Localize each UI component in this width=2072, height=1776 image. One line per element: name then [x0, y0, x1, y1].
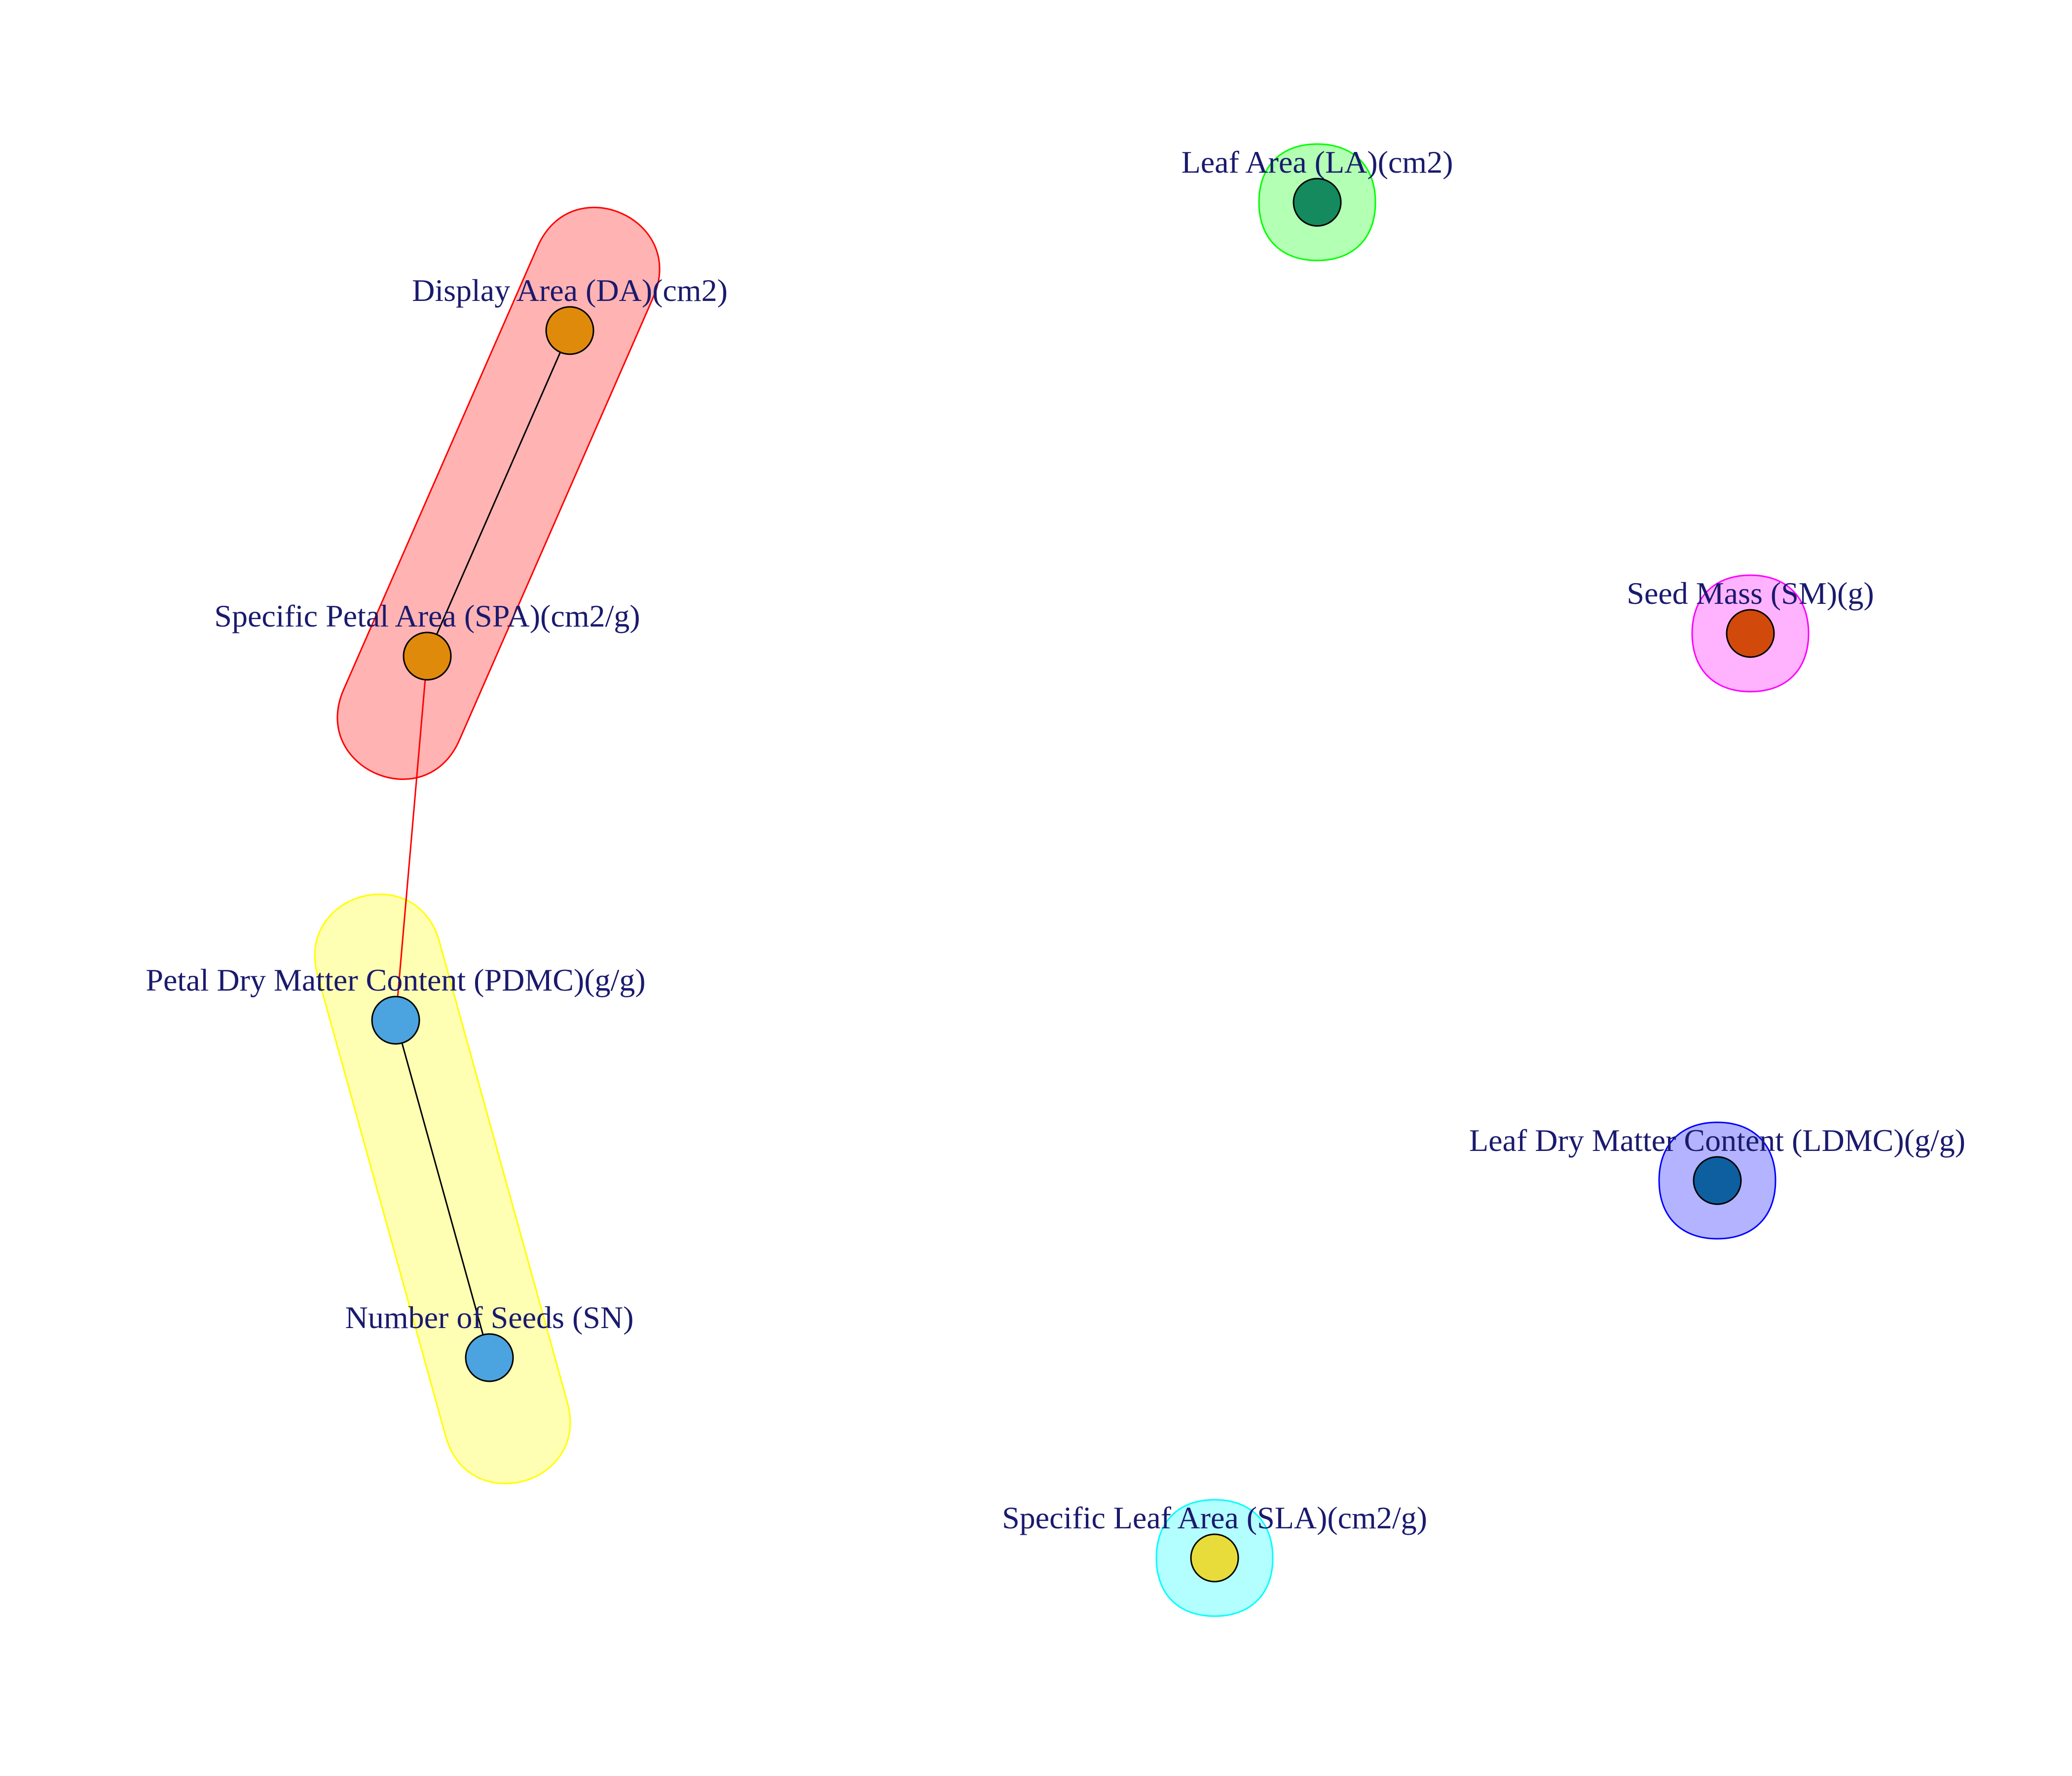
node-label-sn: Number of Seeds (SN) — [345, 1300, 634, 1335]
nodes — [371, 178, 1775, 1583]
node-sn[interactable] — [465, 1333, 514, 1382]
node-label-pdmc: Petal Dry Matter Content (PDMC)(g/g) — [146, 962, 645, 998]
group-hulls — [314, 143, 1810, 1617]
node-labels: Leaf Area (LA)(cm2) Display Area (DA)(cm2… — [146, 145, 1965, 1535]
node-spa[interactable] — [403, 631, 452, 681]
node-ldmc[interactable] — [1693, 1156, 1742, 1205]
node-da[interactable] — [545, 306, 594, 355]
node-sm[interactable] — [1726, 609, 1775, 658]
node-label-da: Display Area (DA)(cm2) — [412, 273, 728, 308]
edge-pdmc-sn — [395, 1020, 490, 1358]
node-pdmc[interactable] — [371, 996, 420, 1045]
node-label-spa: Specific Petal Area (SPA)(cm2/g) — [214, 598, 640, 633]
edge-spa-pdmc — [395, 656, 428, 1021]
node-label-sla: Specific Leaf Area (SLA)(cm2/g) — [1002, 1500, 1427, 1535]
node-label-ldmc: Leaf Dry Matter Content (LDMC)(g/g) — [1469, 1123, 1965, 1158]
edge-da-spa — [426, 330, 571, 657]
node-sla[interactable] — [1190, 1533, 1239, 1583]
edges — [395, 330, 571, 1358]
node-label-sm: Seed Mass (SM)(g) — [1627, 576, 1874, 611]
node-la[interactable] — [1293, 178, 1342, 227]
node-label-la: Leaf Area (LA)(cm2) — [1182, 145, 1453, 180]
